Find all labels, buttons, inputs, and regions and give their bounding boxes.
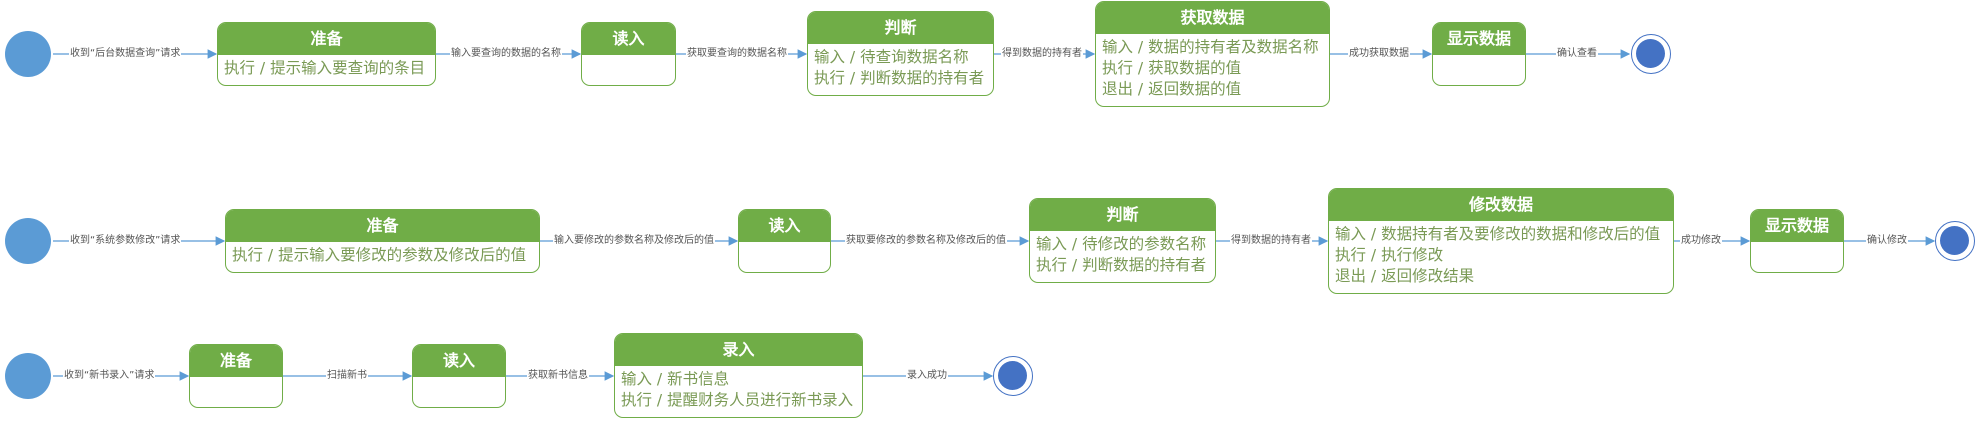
state-input: 输入 / 待查询数据名称 [814,48,969,66]
state-read-query: 读入 [581,22,676,86]
transition-label: 收到“后台数据查询”请求 [69,48,182,60]
state-judge-modify: 判断 输入 / 待修改的参数名称 执行 / 判断数据的持有者 [1029,198,1216,283]
state-title: 准备 [218,23,435,55]
transition-label: 成功修改 [1680,235,1722,247]
state-title: 判断 [1030,199,1215,231]
state-action: 执行 / 获取数据的值 [1102,59,1242,77]
state-input: 输入 / 数据持有者及要修改的数据和修改后的值 [1335,225,1661,243]
state-read-newbook: 读入 [412,344,506,408]
state-show-modify: 显示数据 [1750,209,1844,273]
state-action: 执行 / 提示输入要修改的参数及修改后的值 [232,246,527,264]
state-input: 输入 / 新书信息 [621,370,730,388]
state-enter-newbook: 录入 输入 / 新书信息 执行 / 提醒财务人员进行新书录入 [614,333,863,418]
state-action: 执行 / 提醒财务人员进行新书录入 [621,391,854,409]
state-action: 执行 / 判断数据的持有者 [1036,256,1207,274]
transition-label: 成功获取数据 [1348,48,1410,60]
state-title: 修改数据 [1329,189,1673,221]
state-title: 准备 [190,345,282,377]
start-node-query [5,31,51,77]
transition-label: 得到数据的持有者 [1001,48,1083,60]
state-title: 准备 [226,210,539,242]
transition-label: 获取新书信息 [527,370,589,382]
end-node-query [1631,34,1671,74]
state-action: 执行 / 执行修改 [1335,246,1444,264]
transition-label: 获取要查询的数据名称 [686,48,788,60]
state-get-data: 获取数据 输入 / 数据的持有者及数据名称 执行 / 获取数据的值 退出 / 返… [1095,1,1330,107]
transition-label: 录入成功 [906,370,948,382]
state-title: 获取数据 [1096,2,1329,34]
state-title: 读入 [582,23,675,55]
start-node-newbook [5,353,51,399]
transition-label: 得到数据的持有者 [1230,235,1312,247]
state-title: 录入 [615,334,862,366]
end-node-newbook [993,356,1033,396]
state-judge-query: 判断 输入 / 待查询数据名称 执行 / 判断数据的持有者 [807,11,994,96]
start-node-modify [5,218,51,264]
state-title: 显示数据 [1433,23,1525,55]
state-input: 输入 / 待修改的参数名称 [1036,235,1207,253]
state-action: 执行 / 判断数据的持有者 [814,69,985,87]
state-show-query: 显示数据 [1432,22,1526,86]
state-exit: 退出 / 返回修改结果 [1335,267,1475,285]
state-title: 显示数据 [1751,210,1843,242]
state-prepare-newbook: 准备 [189,344,283,408]
transition-label: 获取要修改的参数名称及修改后的值 [845,235,1007,247]
state-input: 输入 / 数据的持有者及数据名称 [1102,38,1319,56]
transition-label: 确认查看 [1556,48,1598,60]
state-read-modify: 读入 [738,209,831,273]
transition-label: 输入要查询的数据的名称 [450,48,562,60]
state-title: 读入 [413,345,505,377]
state-exit: 退出 / 返回数据的值 [1102,80,1242,98]
transition-label: 收到“系统参数修改”请求 [69,235,182,247]
state-title: 读入 [739,210,830,242]
transition-label: 收到“新书录入”请求 [63,370,156,382]
transition-label: 确认修改 [1866,235,1908,247]
transition-label: 输入要修改的参数名称及修改后的值 [553,235,715,247]
state-prepare-query: 准备 执行 / 提示输入要查询的条目 [217,22,436,86]
state-action: 执行 / 提示输入要查询的条目 [224,59,426,77]
state-prepare-modify: 准备 执行 / 提示输入要修改的参数及修改后的值 [225,209,540,273]
end-node-modify [1935,221,1975,261]
state-modify-data: 修改数据 输入 / 数据持有者及要修改的数据和修改后的值 执行 / 执行修改 退… [1328,188,1674,294]
transition-label: 扫描新书 [326,370,368,382]
state-title: 判断 [808,12,993,44]
